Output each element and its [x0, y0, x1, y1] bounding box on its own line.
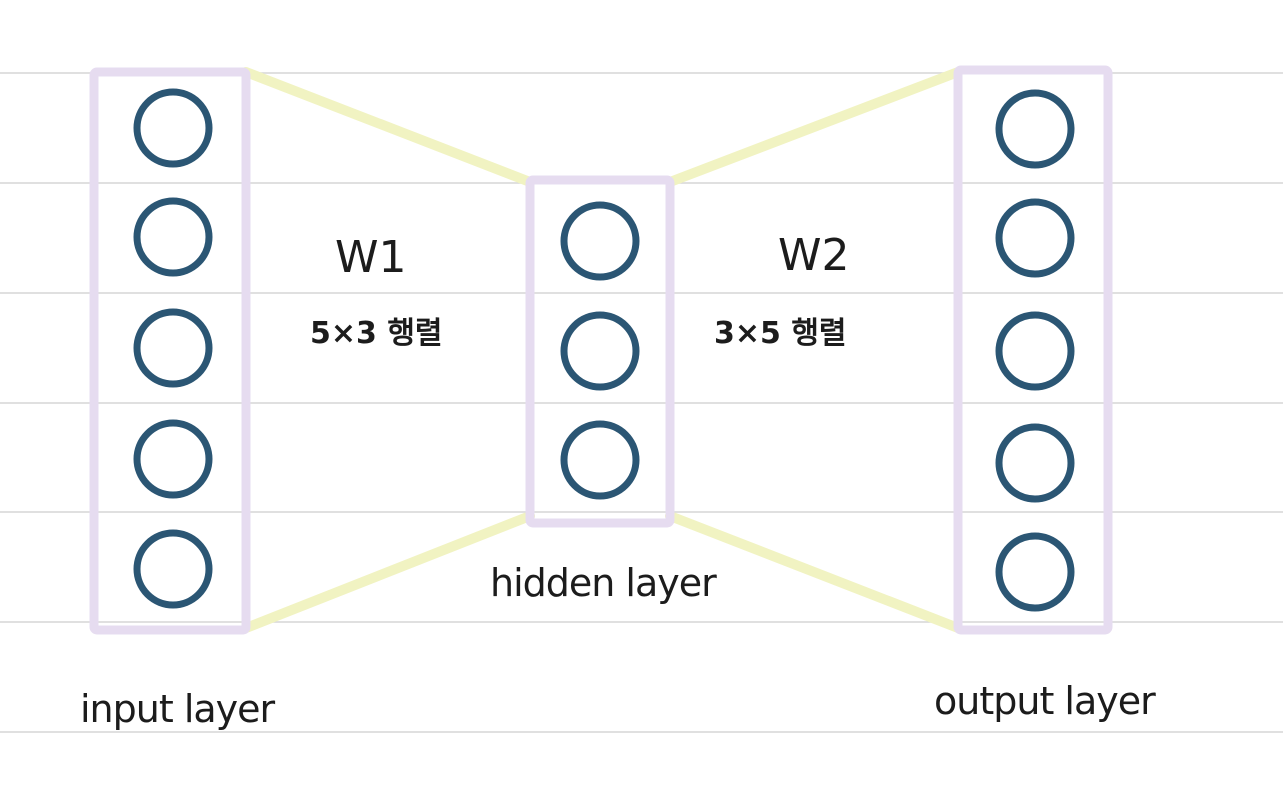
hidden-node — [560, 311, 640, 391]
hidden-node — [560, 201, 640, 281]
weight-w1-label: W1 — [335, 232, 407, 283]
input-layer-label: input layer — [80, 687, 276, 731]
output-node — [995, 198, 1075, 278]
hidden-layer-box — [525, 175, 675, 528]
connector-output-top — [665, 67, 963, 187]
ruled-lines — [0, 72, 1283, 733]
connector-input-bottom — [241, 511, 535, 633]
layer-connectors — [241, 67, 963, 633]
input-node — [133, 88, 213, 168]
output-node — [995, 532, 1075, 612]
connector-input-top — [241, 67, 535, 187]
output-node — [995, 311, 1075, 391]
hidden-layer-nodes — [560, 201, 640, 500]
output-layer-label: output layer — [934, 679, 1156, 723]
output-node — [995, 89, 1075, 169]
input-node — [133, 197, 213, 277]
hidden-node — [560, 420, 640, 500]
input-node — [133, 529, 213, 609]
weight-w2-label: W2 — [778, 230, 850, 281]
weight-w1-dims: 5×3 행렬 — [310, 316, 443, 351]
output-node — [995, 423, 1075, 503]
connector-output-bottom — [665, 511, 963, 633]
input-layer-nodes — [133, 88, 213, 609]
input-node — [133, 308, 213, 388]
input-node — [133, 419, 213, 499]
output-layer-nodes — [995, 89, 1075, 612]
output-layer-box — [953, 65, 1113, 635]
hidden-layer-label: hidden layer — [490, 561, 717, 605]
input-layer-box — [89, 67, 251, 635]
weight-w2-dims: 3×5 행렬 — [714, 316, 847, 351]
layer-boxes — [89, 65, 1113, 635]
